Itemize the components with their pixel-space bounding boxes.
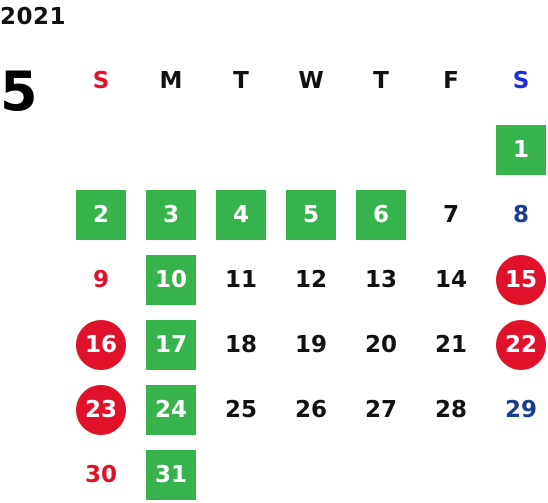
day-cell-27[interactable]: 27: [364, 397, 397, 423]
day-cell-22[interactable]: 22: [496, 320, 546, 370]
weekday-thu: T: [373, 68, 389, 94]
day-cell-9[interactable]: 9: [92, 267, 109, 293]
calendar-year: 2021: [0, 4, 67, 30]
day-cell-28[interactable]: 28: [434, 397, 467, 423]
weekday-wed: W: [298, 68, 324, 94]
day-cell-25[interactable]: 25: [224, 397, 257, 423]
weekday-sat: S: [512, 68, 530, 94]
day-cell-31[interactable]: 31: [146, 450, 196, 500]
day-cell-2[interactable]: 2: [76, 190, 126, 240]
day-cell-4[interactable]: 4: [216, 190, 266, 240]
day-cell-16[interactable]: 16: [76, 320, 126, 370]
weekday-sun: S: [92, 68, 110, 94]
day-cell-14[interactable]: 14: [434, 267, 467, 293]
day-cell-8[interactable]: 8: [512, 202, 529, 228]
day-cell-6[interactable]: 6: [356, 190, 406, 240]
day-cell-20[interactable]: 20: [364, 332, 397, 358]
day-cell-10[interactable]: 10: [146, 255, 196, 305]
weekday-mon: M: [159, 68, 183, 94]
day-cell-13[interactable]: 13: [364, 267, 397, 293]
weekday-tue: T: [233, 68, 249, 94]
day-cell-1[interactable]: 1: [496, 125, 546, 175]
day-cell-5[interactable]: 5: [286, 190, 336, 240]
day-cell-18[interactable]: 18: [224, 332, 257, 358]
day-cell-19[interactable]: 19: [294, 332, 327, 358]
day-cell-11[interactable]: 11: [224, 267, 257, 293]
day-cell-17[interactable]: 17: [146, 320, 196, 370]
day-cell-26[interactable]: 26: [294, 397, 327, 423]
day-cell-29[interactable]: 29: [504, 397, 537, 423]
day-cell-23[interactable]: 23: [76, 385, 126, 435]
day-cell-15[interactable]: 15: [496, 255, 546, 305]
day-cell-12[interactable]: 12: [294, 267, 327, 293]
day-cell-7[interactable]: 7: [442, 202, 459, 228]
day-cell-30[interactable]: 30: [84, 462, 117, 488]
day-cell-3[interactable]: 3: [146, 190, 196, 240]
day-cell-21[interactable]: 21: [434, 332, 467, 358]
day-cell-24[interactable]: 24: [146, 385, 196, 435]
calendar-month: 5: [0, 60, 38, 123]
weekday-fri: F: [443, 68, 459, 94]
